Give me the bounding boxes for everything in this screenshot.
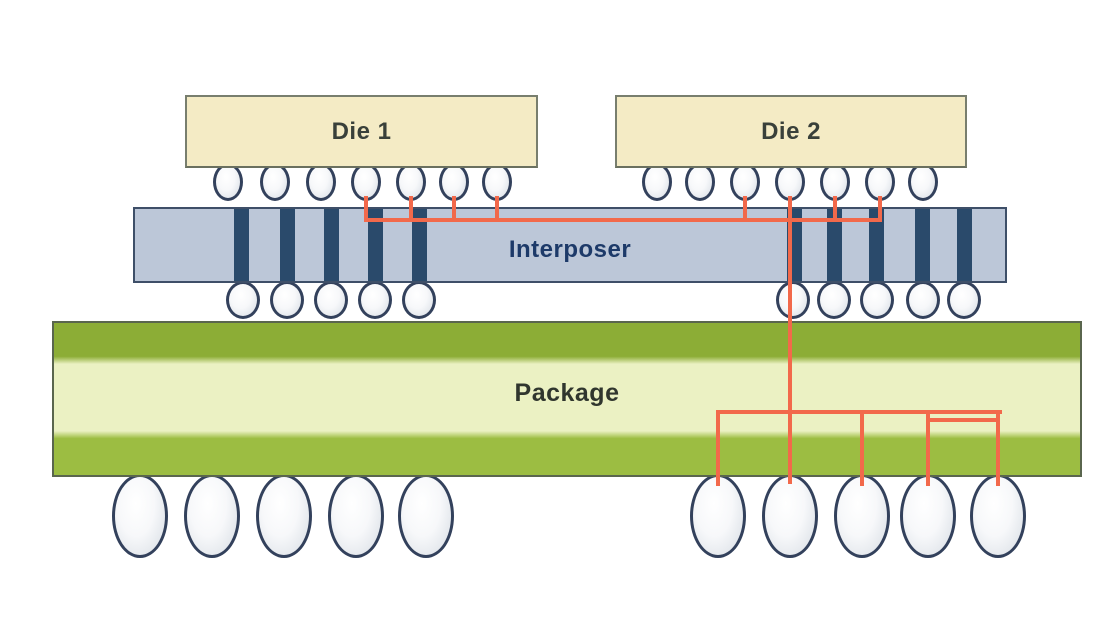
microbump	[260, 163, 290, 201]
signal-trace-stub	[364, 196, 368, 222]
package-block: Package	[52, 321, 1082, 477]
tsv-bar	[280, 209, 295, 281]
signal-trace-horizontal	[716, 410, 1002, 414]
signal-trace-vertical	[788, 196, 792, 484]
bga-ball	[900, 474, 956, 558]
signal-trace-stub	[878, 196, 882, 222]
signal-trace-stub	[409, 196, 413, 222]
c4-bump	[906, 281, 940, 319]
tsv-bar	[412, 209, 427, 281]
tsv-bar	[827, 209, 842, 281]
signal-trace-stub	[452, 196, 456, 222]
c4-bump	[270, 281, 304, 319]
microbump	[642, 163, 672, 201]
tsv-bar	[915, 209, 930, 281]
c4-bump	[776, 281, 810, 319]
signal-trace-stub	[996, 410, 1000, 486]
die2-label: Die 2	[761, 117, 821, 145]
package-label: Package	[514, 378, 620, 407]
die1-label: Die 1	[331, 117, 392, 145]
signal-trace-horizontal	[926, 418, 1000, 422]
signal-trace-stub	[495, 196, 499, 222]
signal-trace-stub	[860, 410, 864, 486]
microbump	[306, 163, 336, 201]
microbump	[396, 163, 426, 201]
die2-block: Die 2	[615, 95, 967, 168]
tsv-bar	[957, 209, 972, 281]
bga-ball	[328, 474, 384, 558]
die1-block: Die 1	[185, 95, 538, 168]
microbump	[908, 163, 938, 201]
tsv-bar	[234, 209, 249, 281]
tsv-bar	[324, 209, 339, 281]
interposer-label: Interposer	[508, 236, 632, 263]
microbump	[820, 163, 850, 201]
signal-trace-stub	[716, 410, 720, 486]
signal-trace-stub	[833, 196, 837, 222]
signal-trace-horizontal	[364, 218, 882, 222]
tsv-bar	[869, 209, 884, 281]
c4-bump	[947, 281, 981, 319]
bga-ball	[970, 474, 1026, 558]
c4-bump	[314, 281, 348, 319]
c4-bump	[402, 281, 436, 319]
microbump	[213, 163, 243, 201]
bga-ball	[834, 474, 890, 558]
c4-bump	[817, 281, 851, 319]
bga-ball	[256, 474, 312, 558]
bga-ball	[112, 474, 168, 558]
bga-ball	[762, 474, 818, 558]
c4-bump	[226, 281, 260, 319]
bga-ball	[184, 474, 240, 558]
signal-trace-stub	[926, 410, 930, 486]
microbump	[685, 163, 715, 201]
signal-trace-stub	[743, 196, 747, 222]
bga-ball	[398, 474, 454, 558]
tsv-bar	[368, 209, 383, 281]
c4-bump	[358, 281, 392, 319]
bga-ball	[690, 474, 746, 558]
c4-bump	[860, 281, 894, 319]
